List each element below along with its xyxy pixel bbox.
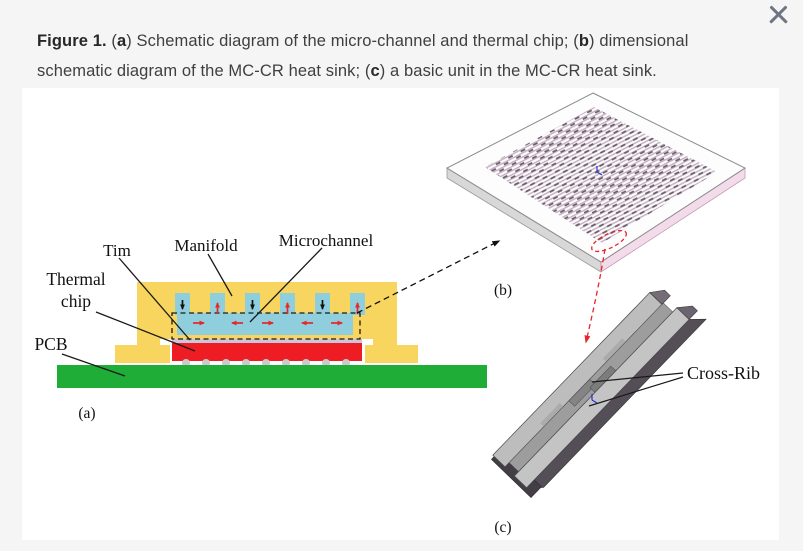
tag-a: (a) [78,405,95,422]
cross-rib-pointers [588,372,684,407]
label-cross-rib: Cross-Rib [687,363,760,383]
caption-figure-number: Figure 1. [37,32,107,50]
arrow-b-to-c [584,248,606,344]
label-microchannel: Microchannel [279,231,374,250]
pcb-shape [57,365,487,388]
label-pointer-lines [61,247,323,377]
label-manifold: Manifold [174,236,238,255]
panel-c-unit: Cross-Rib (c) [491,289,760,536]
highlight-ellipse [590,229,628,253]
panel-b-plate: (b) [445,92,747,344]
figure-caption: Figure 1. (a) Schematic diagram of the m… [37,26,777,86]
label-thermal: Thermal [46,269,105,289]
tim-layer [172,339,362,344]
unit-beam [491,289,707,499]
microchannel-shape [175,293,365,335]
panel-a-schematic: Tim Manifold Microchannel Thermal chip P… [34,231,487,422]
manifold-shape [115,282,418,363]
label-chip: chip [61,291,91,311]
tag-b: (b) [494,282,512,299]
caption-line-2: schematic diagram of the MC-CR heat sink… [37,62,657,80]
arrow-a-to-b [356,240,501,314]
close-button[interactable] [764,1,794,31]
caption-line-1: Figure 1. (a) Schematic diagram of the m… [37,32,689,50]
axis-marker-b [596,166,603,176]
figure-image: Tim Manifold Microchannel Thermal chip P… [22,88,779,540]
dashed-zoom-box [171,312,361,340]
label-tim: Tim [103,241,131,260]
axis-marker-c [591,394,598,404]
figure-svg: Tim Manifold Microchannel Thermal chip P… [34,92,760,536]
thermal-chip-shape [172,343,362,361]
label-pcb: PCB [34,334,67,354]
tag-c: (c) [494,519,511,536]
